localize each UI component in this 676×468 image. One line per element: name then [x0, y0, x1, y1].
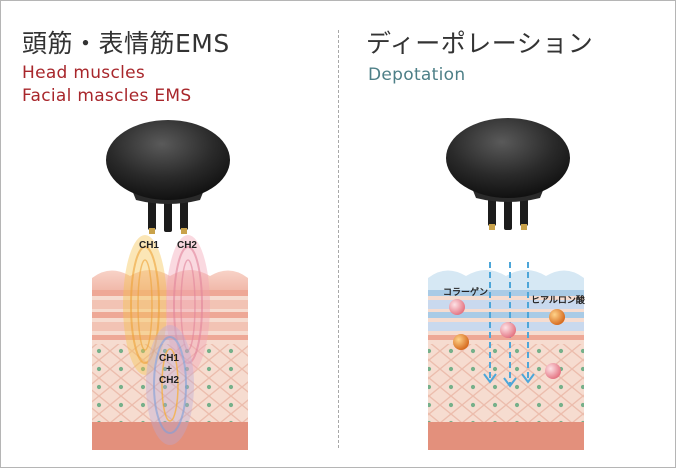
depotation-subtitle: Depotation [368, 65, 466, 85]
panel-divider [338, 30, 339, 448]
hyaluronic-label: ヒアルロン酸 [531, 294, 586, 305]
plus-label: + [166, 364, 172, 375]
ch2-label: CH2 [177, 240, 197, 251]
collagen-bead [500, 322, 516, 338]
ems-subtitle-head: Head muscles [22, 63, 146, 83]
ch1-label: CH1 [139, 240, 159, 251]
collagen-bead [545, 363, 561, 379]
hyaluronic-bead [549, 309, 565, 325]
ems-title: 頭筋・表情筋EMS [22, 29, 230, 58]
ems-waves [123, 235, 210, 445]
ch1-combined-label: CH1 [159, 353, 179, 364]
skin-block-right [428, 270, 584, 450]
depotation-title: ディーポレーション [366, 29, 594, 58]
depotation-device [446, 118, 570, 230]
hyaluronic-bead [453, 334, 469, 350]
ems-subtitle-facial: Facial mascles EMS [22, 86, 192, 106]
collagen-label: コラーゲン [443, 286, 488, 297]
ch2-combined-label: CH2 [159, 375, 179, 386]
ems-device [106, 120, 230, 234]
collagen-bead [449, 299, 465, 315]
